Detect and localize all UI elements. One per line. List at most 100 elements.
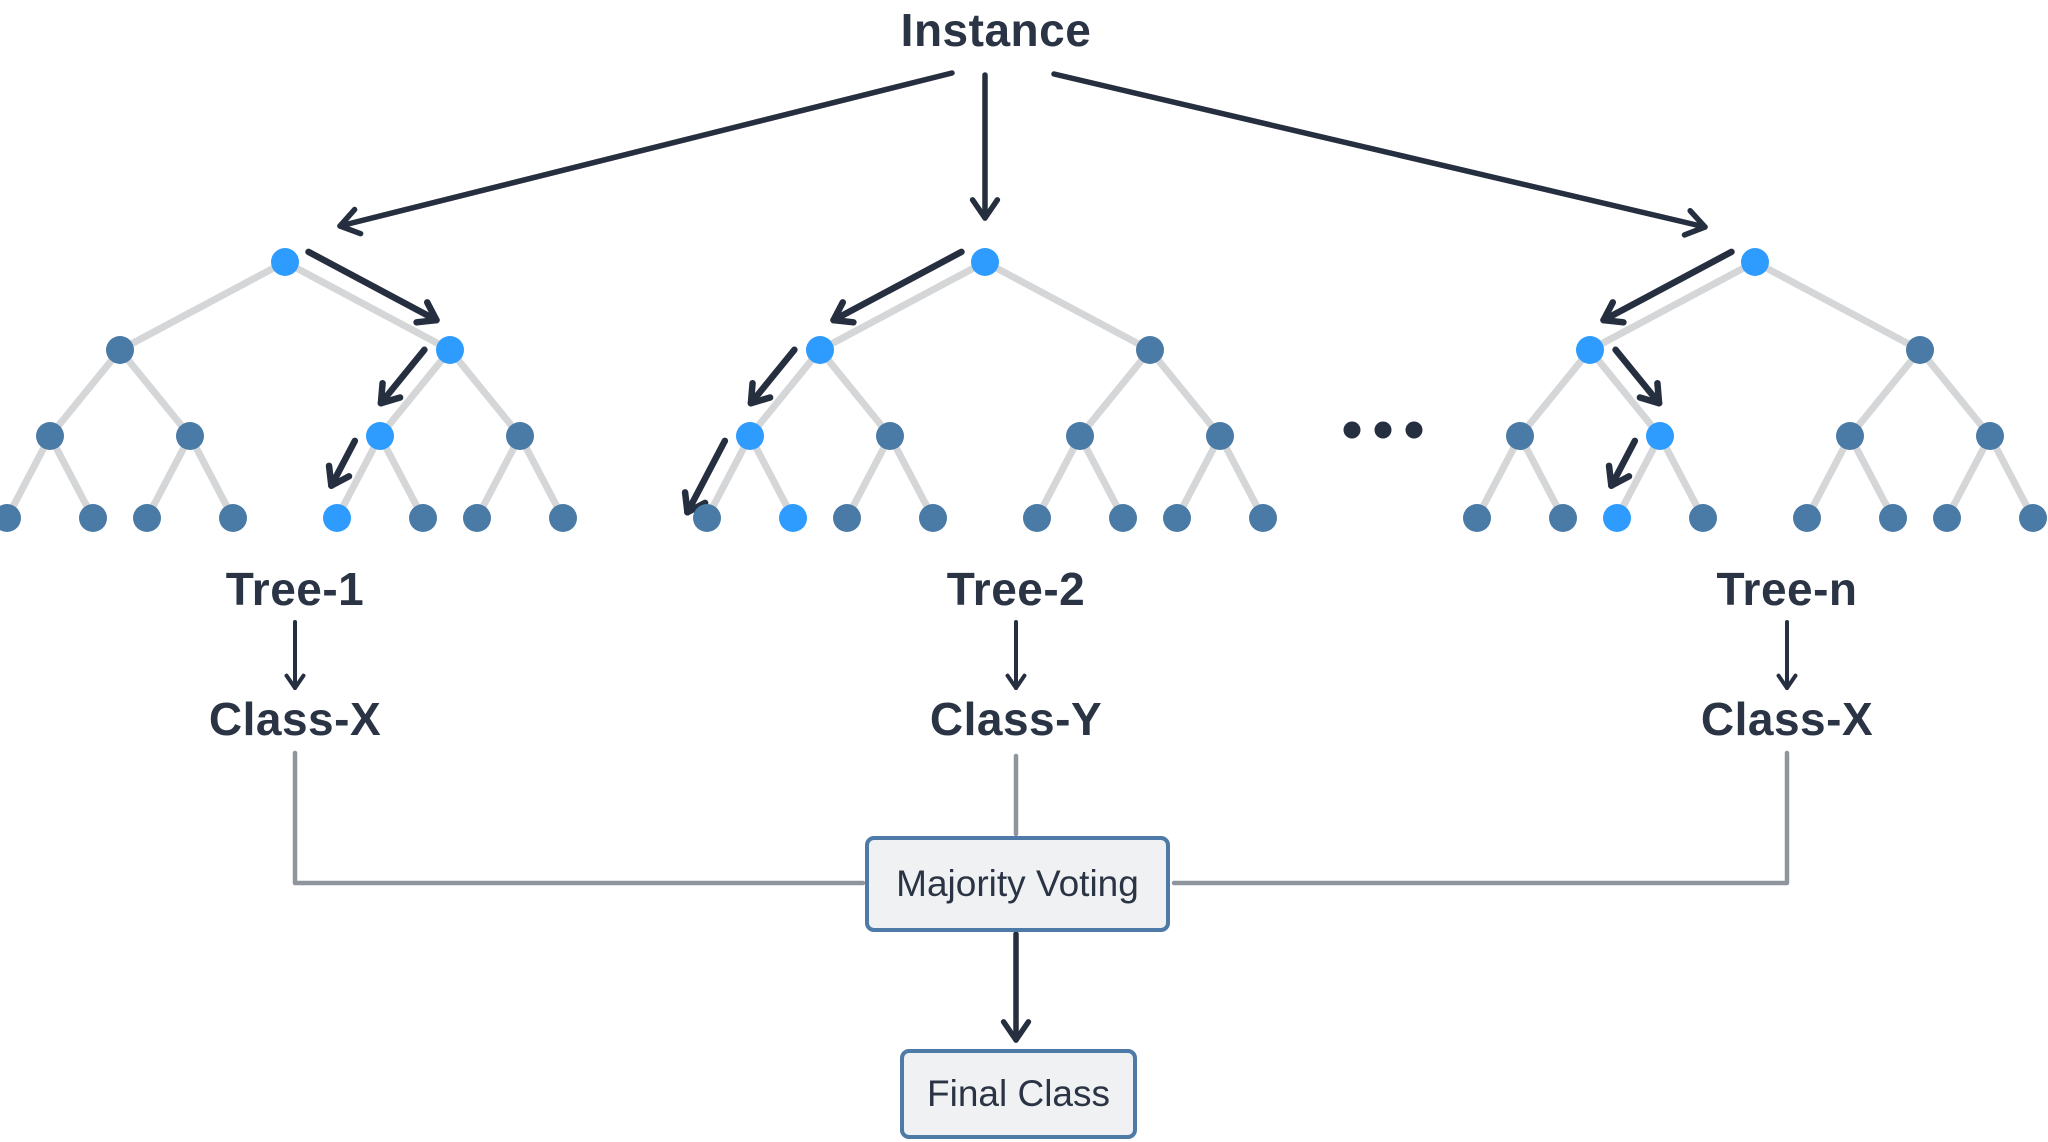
decision-path-arrow-head (377, 380, 404, 407)
decision-path-arrow (1608, 437, 1639, 489)
tree-2-class-label: Class-Y (929, 693, 1103, 745)
tree-edge (1613, 432, 1664, 522)
tree-node-highlighted (1576, 336, 1604, 364)
tree-node-highlighted (736, 422, 764, 450)
tree-edge (186, 432, 237, 522)
final-class-box: Final Class (900, 1049, 1137, 1139)
tree-edge (46, 432, 97, 522)
tree-to-class-arrow-head (284, 673, 306, 690)
tree-edge (3, 432, 54, 522)
tree-edge (816, 346, 894, 440)
tree-edge (746, 432, 797, 522)
tree-node (36, 422, 64, 450)
tree-node-highlighted (806, 336, 834, 364)
tree-node (1689, 504, 1717, 532)
tree-node (1109, 504, 1137, 532)
tree-edge (1943, 432, 1994, 522)
tree-node (1136, 336, 1164, 364)
tree-edge (516, 432, 567, 522)
tree-node (1879, 504, 1907, 532)
tree-edge (333, 432, 384, 522)
tree-node (1793, 504, 1821, 532)
decision-path-arrow-head (830, 299, 857, 326)
tree-edge (843, 432, 894, 522)
decision-path-arrow-head (325, 462, 353, 489)
decision-path-arrow-head (747, 380, 774, 407)
decision-path-arrow-head (1636, 380, 1663, 407)
tree-edge (1803, 432, 1854, 522)
decision-path-arrow-head (413, 299, 440, 326)
tree-node (1463, 504, 1491, 532)
tree-node (106, 336, 134, 364)
tree-edge (1846, 432, 1897, 522)
tree-edge (1986, 432, 2037, 522)
tree-node (1023, 504, 1051, 532)
instance-arrow-head (337, 206, 364, 237)
tree-edge (1216, 432, 1267, 522)
tree-edge (446, 346, 524, 440)
tree-edge (1076, 346, 1154, 440)
tree-edge (116, 346, 194, 440)
tree-node (219, 504, 247, 532)
tree-node (693, 504, 721, 532)
decision-path-arrow-head (1600, 299, 1627, 326)
tree-node (1066, 422, 1094, 450)
instance-arrow-head (969, 197, 1001, 221)
tree-edge (816, 258, 989, 354)
tree-node (1906, 336, 1934, 364)
tree-edge (1516, 346, 1594, 440)
voting-to-final-arrow-head (1000, 1019, 1032, 1043)
tree-edge (1146, 346, 1224, 440)
tree-edge (1033, 432, 1084, 522)
majority-voting-label: Majority Voting (896, 863, 1139, 904)
tree-node (506, 422, 534, 450)
tree-2-label: Tree-2 (946, 563, 1086, 615)
tree-node (2019, 504, 2047, 532)
decision-path-arrow-head (1605, 462, 1633, 489)
tree-node-highlighted (1646, 422, 1674, 450)
tree-n-label: Tree-n (1716, 563, 1858, 615)
tree-edge (376, 346, 454, 440)
decision-path-arrow (747, 346, 798, 407)
ellipsis-dot (1405, 421, 1423, 439)
decision-path-arrow (328, 437, 359, 489)
tree-edge (1473, 432, 1524, 522)
decision-path-arrow (305, 248, 440, 324)
tree-edge (1586, 346, 1664, 440)
tree-node (919, 504, 947, 532)
instance-arrow-head (1681, 208, 1708, 238)
instance-label: Instance (900, 4, 1092, 56)
tree-edge (746, 346, 824, 440)
tree-edge (1173, 432, 1224, 522)
tree-node (463, 504, 491, 532)
voting-connector-right (1171, 750, 1790, 886)
tree-node-highlighted (436, 336, 464, 364)
tree-edge (376, 432, 427, 522)
tree-edge (1076, 432, 1127, 522)
tree-node-highlighted (271, 248, 299, 276)
tree-node (1249, 504, 1277, 532)
ellipsis-dot (1343, 421, 1361, 439)
tree-edge (46, 346, 124, 440)
tree-node (0, 504, 21, 532)
tree-node (1549, 504, 1577, 532)
tree-node (876, 422, 904, 450)
instance-arrow (1051, 71, 1708, 230)
tree-edge (1586, 258, 1759, 354)
tree-node-highlighted (971, 248, 999, 276)
tree-node-highlighted (1603, 504, 1631, 532)
tree-node (1976, 422, 2004, 450)
decision-path-arrow (1600, 248, 1735, 324)
tree-edge (1916, 346, 1994, 440)
tree-edge (1846, 346, 1924, 440)
tree-node-highlighted (323, 504, 351, 532)
tree-edge (143, 432, 194, 522)
tree-node (1206, 422, 1234, 450)
majority-voting-box: Majority Voting (865, 836, 1170, 932)
tree-to-class-arrow-head (1005, 673, 1027, 690)
tree-edge (703, 432, 754, 522)
tree-node (133, 504, 161, 532)
tree-edge (281, 258, 454, 354)
tree-to-class-arrow-head (1776, 673, 1798, 690)
